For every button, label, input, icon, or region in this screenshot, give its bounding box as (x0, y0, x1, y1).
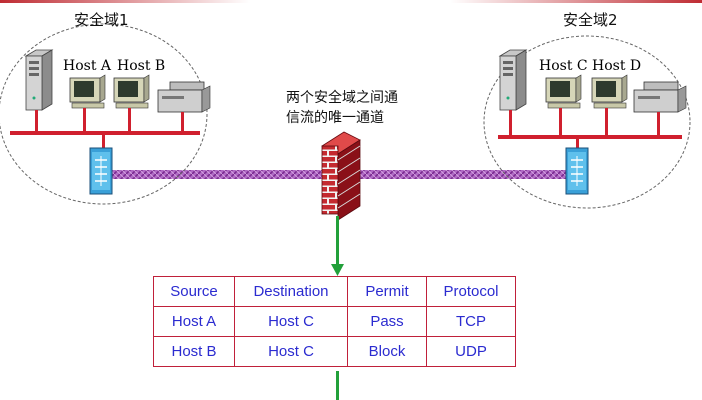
switch-icon (565, 147, 589, 195)
table-row: Host A Host C Pass TCP (153, 306, 516, 337)
printer-icon (633, 81, 687, 113)
table-header-row: Source Destination Permit Protocol (153, 276, 516, 307)
host-d-label: Host D (592, 58, 641, 74)
server-icon (24, 49, 54, 111)
flow-arrow-tail (336, 371, 339, 400)
table-cell: Host C (234, 306, 348, 337)
firewall-note-line-2: 信流的唯一通道 (286, 110, 384, 126)
table-cell: TCP (426, 306, 516, 337)
zone-boundary (483, 35, 691, 209)
table-row: Host B Host C Block UDP (153, 336, 516, 367)
acl-table: Source Destination Permit Protocol Host … (153, 276, 516, 367)
printer-icon (157, 81, 211, 113)
column-header: Protocol (426, 276, 516, 307)
firewall-icon (321, 131, 361, 221)
server-icon (498, 49, 528, 111)
table-cell: Host B (153, 336, 235, 367)
computer-icon (69, 74, 106, 109)
computer-icon (113, 74, 150, 109)
table-cell: UDP (426, 336, 516, 367)
lan-bus (498, 135, 682, 139)
column-header: Permit (347, 276, 427, 307)
host-a-label: Host A (63, 58, 112, 74)
firewall-note-line-1: 两个安全域之间通 (286, 89, 398, 106)
flow-arrow (331, 216, 344, 276)
host-b-label: Host B (117, 58, 165, 74)
security-zone-2: 安全域2 Host C Host D (483, 11, 691, 209)
table-cell: Pass (347, 306, 427, 337)
table-cell: Block (347, 336, 427, 367)
zone-title: 安全域1 (74, 11, 129, 29)
computer-icon (545, 74, 582, 109)
host-c-label: Host C (539, 58, 588, 74)
column-header: Destination (234, 276, 348, 307)
zone-boundary (0, 23, 208, 205)
switch-icon (89, 147, 113, 195)
table-cell: Host A (153, 306, 235, 337)
table-cell: Host C (234, 336, 348, 367)
column-header: Source (153, 276, 235, 307)
zone-title: 安全域2 (563, 11, 618, 29)
security-zone-1: 安全域1 Host A Host B (0, 11, 211, 205)
computer-icon (591, 74, 628, 109)
header-decoration (0, 0, 702, 3)
